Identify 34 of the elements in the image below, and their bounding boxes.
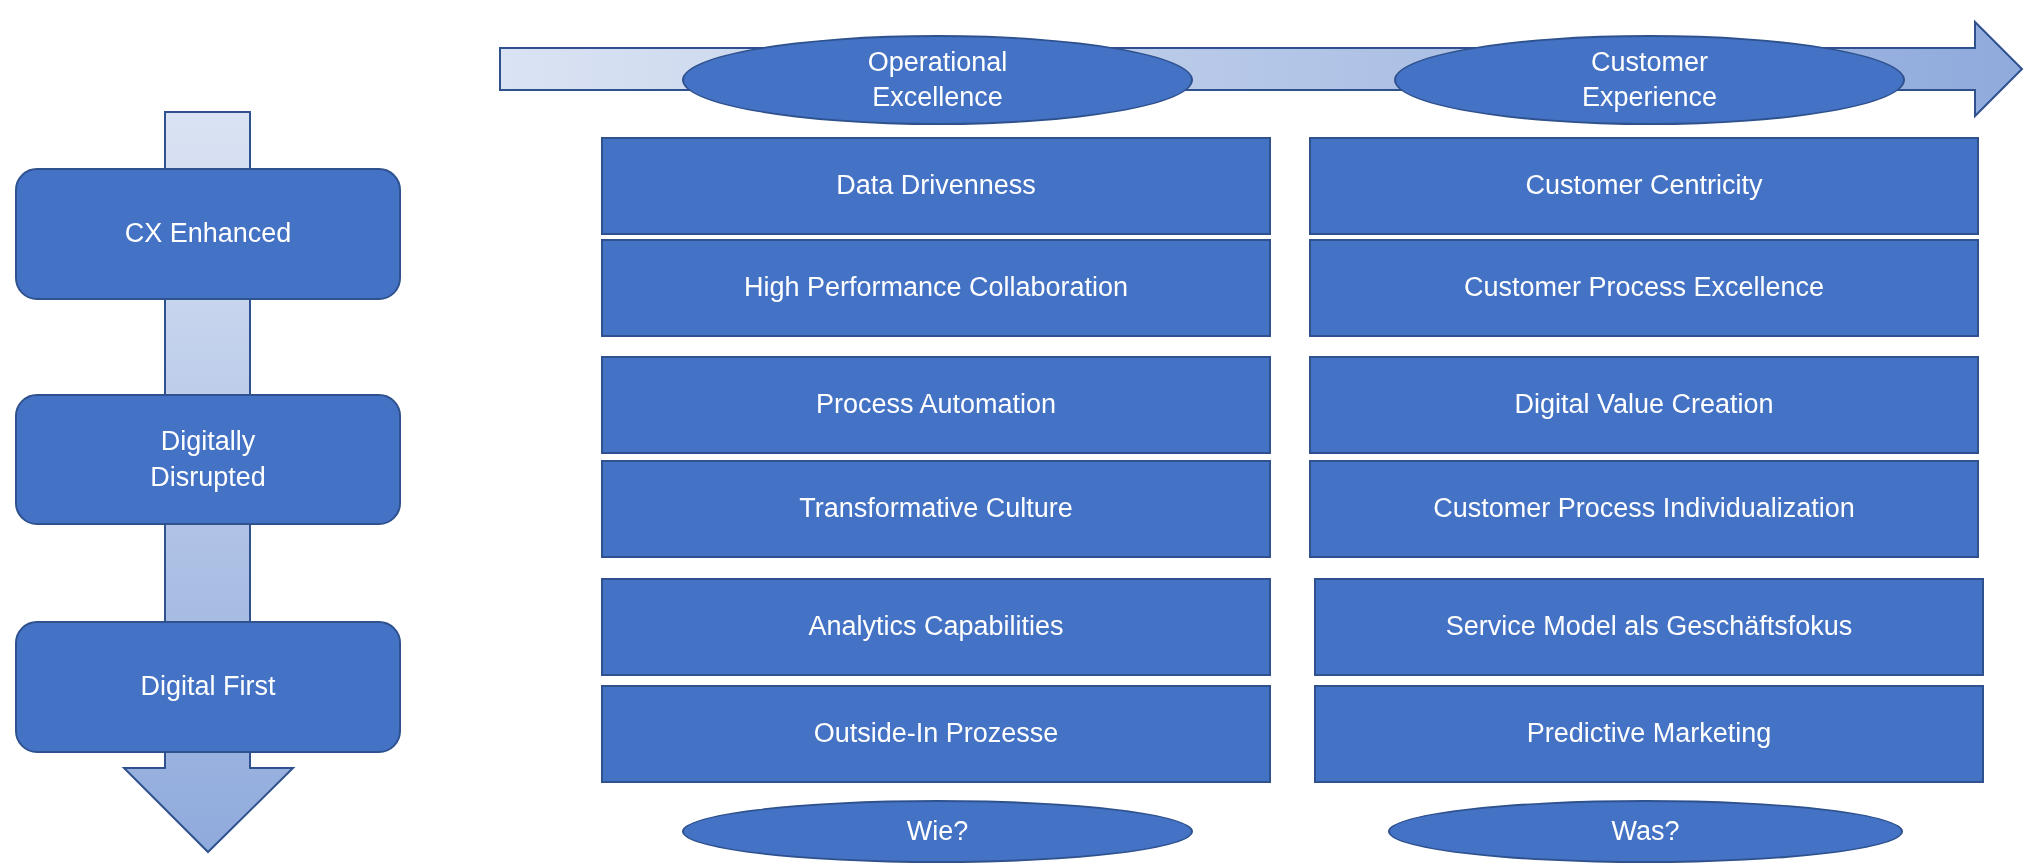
- node-label: Transformative Culture: [799, 492, 1073, 526]
- node-label: Wie?: [906, 814, 969, 848]
- node-label: Operational Excellence: [866, 45, 1009, 114]
- stage-box: [15, 168, 401, 300]
- node-label: Customer Experience: [1580, 45, 1719, 114]
- node-label: Digital First: [140, 670, 276, 704]
- node-label: Predictive Marketing: [1526, 717, 1772, 751]
- category-box: [1309, 460, 1979, 558]
- node-label: High Performance Collaboration: [743, 271, 1129, 305]
- node-label: Customer Centricity: [1525, 169, 1763, 203]
- node-label: Process Automation: [815, 388, 1057, 422]
- node-label: Outside-In Prozesse: [813, 717, 1059, 751]
- node-label: Digitally Disrupted: [149, 425, 267, 494]
- category-box: [1309, 239, 1979, 337]
- node-label: Customer Process Individualization: [1433, 492, 1855, 526]
- category-box: [601, 137, 1271, 235]
- stage-box: [15, 394, 401, 525]
- category-box: [1309, 356, 1979, 454]
- category-box: [601, 356, 1271, 454]
- category-box: [601, 239, 1271, 337]
- node-label: Customer Process Excellence: [1463, 271, 1825, 305]
- category-box: [1314, 578, 1984, 676]
- category-box: [1309, 137, 1979, 235]
- category-box: [1314, 685, 1984, 783]
- node-label: Analytics Capabilities: [808, 610, 1064, 644]
- stage-box: [15, 621, 401, 753]
- node-label: Data Drivenness: [836, 169, 1036, 203]
- node-label: Was?: [1611, 814, 1680, 848]
- node-label: CX Enhanced: [124, 217, 292, 251]
- category-box: [601, 685, 1271, 783]
- category-box: [601, 460, 1271, 558]
- node-label: Digital Value Creation: [1514, 388, 1774, 422]
- category-box: [601, 578, 1271, 676]
- node-label: Service Model als Geschäftsfokus: [1445, 610, 1853, 644]
